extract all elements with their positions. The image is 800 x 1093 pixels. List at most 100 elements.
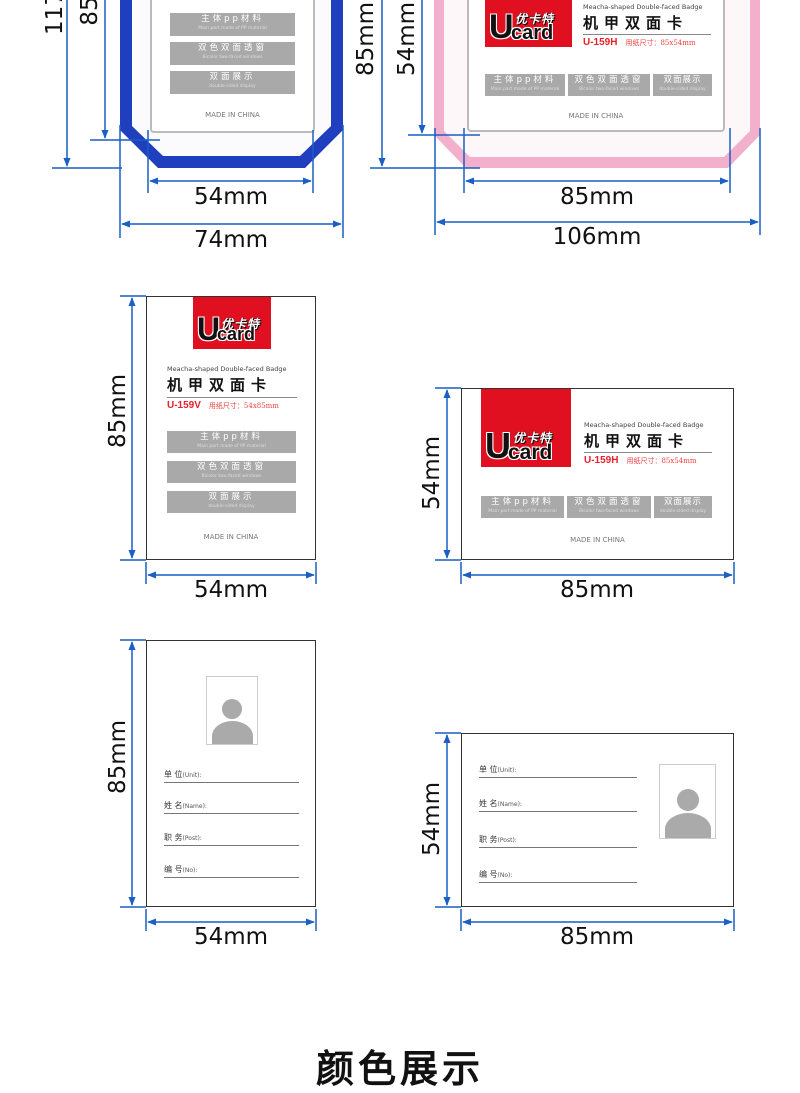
feature-bar: 主体pp材料 Main part made of PP material: [485, 74, 565, 96]
feature-bar: 双色双面透窗 Bicolor two-faced windows: [568, 74, 650, 96]
feature-title: 双色双面透窗: [574, 497, 644, 507]
feature-subtitle: double-sided display: [659, 509, 707, 514]
dim-label-85mm: 85mm: [559, 577, 635, 603]
paper-size: 用纸尺寸：54x85mm: [208, 402, 279, 410]
person-icon-head: [677, 789, 699, 811]
dim-label-117: 117: [42, 0, 68, 35]
dim-label-54mm: 54mm: [193, 924, 269, 950]
model-number: U-159H: [583, 37, 618, 48]
vertical-id-card: 单 位(Unit): 姓 名(Name): 职 务(Post): 编 号(No)…: [146, 640, 316, 907]
pink-holder-insert-card: 优卡特 U card Meacha-shaped Double-faced Ba…: [467, 0, 725, 132]
field-unit[interactable]: 单 位(Unit):: [479, 764, 637, 778]
feature-bar: 主体pp材料 Main part made of PP material: [170, 13, 295, 36]
dim-label-85: 85: [77, 0, 103, 26]
feature-bar: 双色双面透窗 Bicolor two-faced windows: [167, 461, 296, 483]
feature-title: 双色双面透窗: [197, 43, 267, 53]
feature-subtitle: double-sided display: [208, 504, 255, 509]
feature-bar: 双色双面透窗 Bicolor two-faced windows: [567, 496, 651, 518]
feature-subtitle: Main part made of PP material: [488, 509, 557, 514]
feature-title: 双色双面透窗: [196, 462, 266, 472]
model-line: U-159V 用纸尺寸：54x85mm: [167, 400, 279, 411]
feature-bar: 双面展示 double-sided display: [654, 496, 712, 518]
brand-logo: 优卡特 U card: [481, 389, 571, 467]
feature-subtitle: Main part made of PP material: [198, 26, 267, 31]
logo-u: U: [485, 425, 511, 466]
brand-logo: 优卡特 U card: [193, 297, 271, 349]
dim-label-85mm: 85mm: [105, 373, 131, 449]
made-in-label: MADE IN CHINA: [570, 536, 625, 544]
feature-title: 双面展示: [208, 492, 255, 502]
logo-cn: 优卡特: [515, 12, 555, 26]
dim-label-85mm: 85mm: [559, 924, 635, 950]
dimension-lines: [52, 0, 761, 931]
logo-cn: 优卡特: [513, 431, 553, 445]
dim-label-85mm: 85mm: [353, 1, 379, 77]
paper-size: 用纸尺寸：85x54mm: [626, 457, 697, 465]
horizontal-badge-card: 优卡特 U card Meacha-shaped Double-faced Ba…: [461, 388, 734, 560]
feature-title: 双色双面透窗: [574, 75, 644, 85]
model-number: U-159V: [167, 400, 201, 411]
feature-title: 双面展示: [663, 75, 702, 85]
photo-placeholder: [659, 764, 716, 839]
logo-u: U: [489, 8, 514, 46]
feature-title: 双面展示: [209, 72, 256, 82]
feature-subtitle: Bicolor two-faced windows: [578, 87, 640, 92]
badge-english-title: Meacha-shaped Double-faced Badge: [584, 421, 704, 429]
paper-size: 用纸尺寸：85x54mm: [625, 39, 696, 47]
logo-card: card: [217, 324, 256, 344]
feature-bar: 双色双面透窗 Bicolor two-faced windows: [170, 42, 295, 65]
feature-subtitle: double-sided display: [659, 87, 706, 92]
feature-title: 双面展示: [663, 497, 702, 507]
feature-title: 主体pp材料: [201, 14, 264, 24]
field-number[interactable]: 编 号(No):: [164, 864, 299, 878]
dim-label-54mm: 54mm: [193, 184, 269, 210]
feature-bar: 双面展示 double-sided display: [167, 491, 296, 513]
vertical-badge-card: 优卡特 U card Meacha-shaped Double-faced Ba…: [146, 296, 316, 560]
model-line: U-159H 用纸尺寸：85x54mm: [583, 37, 696, 48]
badge-chinese-title: 机甲双面卡: [583, 14, 689, 32]
feature-bar: 双面展示 double-sided display: [170, 71, 295, 94]
logo-cn: 优卡特: [221, 317, 261, 331]
photo-placeholder: [206, 676, 258, 745]
field-name[interactable]: 姓 名(Name):: [164, 800, 299, 814]
field-number[interactable]: 编 号(No):: [479, 869, 637, 883]
dim-label-54mm: 54mm: [419, 435, 445, 511]
dim-label-85mm: 85mm: [559, 184, 635, 210]
feature-subtitle: double-sided display: [209, 84, 256, 89]
dim-label-85mm: 85mm: [105, 719, 131, 795]
model-number: U-159H: [584, 455, 619, 466]
field-post[interactable]: 职 务(Post):: [479, 834, 637, 848]
dim-label-106mm: 106mm: [552, 224, 642, 250]
dim-label-54mm: 54mm: [193, 577, 269, 603]
divider: [583, 34, 711, 35]
made-in-label: MADE IN CHINA: [205, 111, 260, 119]
blue-holder-insert-card: 主体pp材料 Main part made of PP material 双色双面…: [150, 0, 315, 133]
badge-chinese-title: 机甲双面卡: [584, 432, 690, 450]
feature-subtitle: Bicolor two-faced windows: [201, 474, 262, 479]
made-in-label: MADE IN CHINA: [203, 533, 259, 541]
feature-subtitle: Bicolor two-faced windows: [578, 509, 640, 514]
feature-title: 主体pp材料: [200, 432, 263, 442]
made-in-label: MADE IN CHINA: [568, 112, 624, 120]
logo-card: card: [508, 441, 553, 464]
brand-logo: 优卡特 U card: [485, 0, 572, 47]
feature-title: 主体pp材料: [493, 75, 557, 85]
field-unit[interactable]: 单 位(Unit):: [164, 769, 299, 783]
feature-subtitle: Bicolor two-faced windows: [202, 55, 263, 60]
dim-label-54mm: 54mm: [419, 781, 445, 857]
feature-subtitle: Main part made of PP material: [490, 87, 560, 92]
field-name[interactable]: 姓 名(Name):: [479, 798, 637, 812]
badge-english-title: Meacha-shaped Double-faced Badge: [583, 3, 703, 11]
person-icon-body: [665, 813, 711, 838]
feature-bar: 双面展示 double-sided display: [653, 74, 712, 96]
section-title: 颜色展示: [315, 1047, 484, 1091]
dim-label-54mm: 54mm: [394, 1, 420, 77]
badge-chinese-title: 机甲双面卡: [167, 376, 273, 394]
model-line: U-159H 用纸尺寸：85x54mm: [584, 455, 697, 466]
field-post[interactable]: 职 务(Post):: [164, 832, 299, 846]
person-icon-body: [212, 721, 253, 744]
person-icon-head: [222, 699, 242, 719]
badge-english-title: Meacha-shaped Double-faced Badge: [167, 365, 287, 373]
